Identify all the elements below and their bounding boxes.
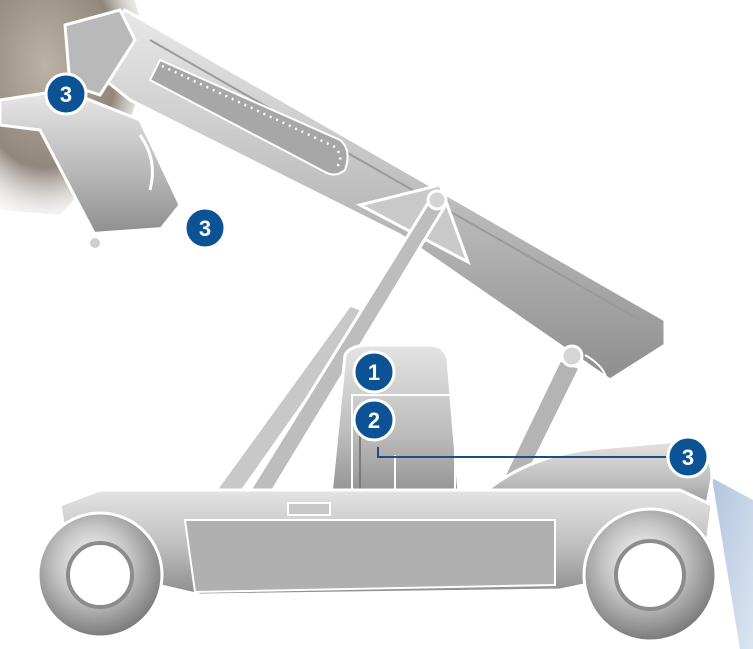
- marker-label: 3: [60, 82, 72, 107]
- marker-2: 2: [354, 400, 394, 440]
- marker-3-spreader-top: 3: [46, 74, 86, 114]
- front-tire: [38, 513, 162, 637]
- highlight-beam: [712, 478, 753, 649]
- marker-label: 3: [199, 216, 211, 241]
- marker-3-spreader-bottom: 3: [185, 208, 225, 248]
- marker-label: 1: [368, 360, 380, 385]
- marker-label: 2: [368, 408, 380, 433]
- marker-label: 3: [682, 445, 694, 470]
- rear-tire: [584, 509, 716, 641]
- marker-1: 1: [354, 352, 394, 392]
- marker-3-rear: 3: [668, 437, 708, 477]
- chassis-tank: [288, 503, 330, 515]
